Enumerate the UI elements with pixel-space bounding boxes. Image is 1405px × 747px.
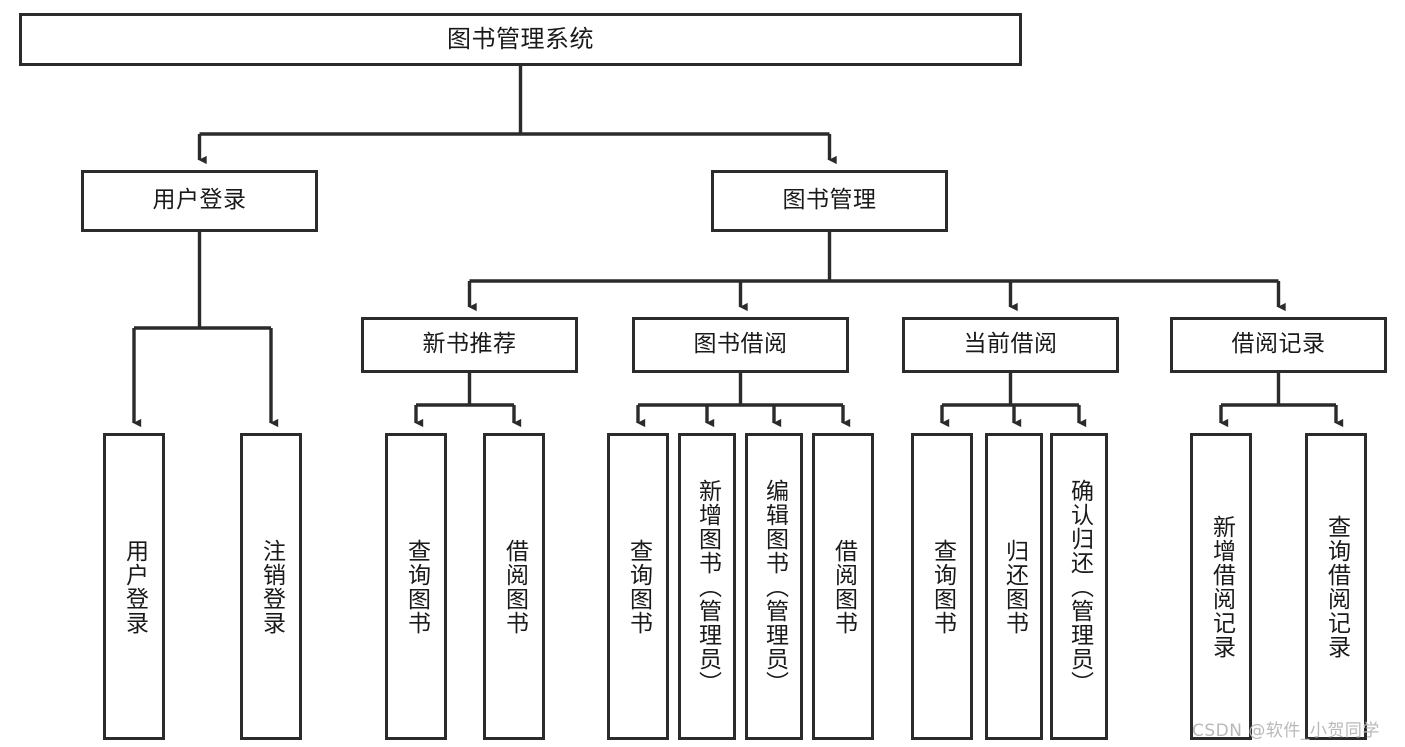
node-level3-book-borrow[interactable]: 图书借阅 <box>632 317 849 373</box>
node-label: 借阅图书 <box>830 538 857 635</box>
node-leaf-return-book[interactable]: 归还图书 <box>985 433 1043 740</box>
node-leaf-logout-login[interactable]: 注销登录 <box>240 433 302 740</box>
node-leaf-edit-book-admin[interactable]: 编辑图书（管理员） <box>745 433 803 740</box>
node-label: 图书管理 <box>782 187 877 214</box>
node-leaf-borrow-book[interactable]: 借阅图书 <box>812 433 874 740</box>
node-root-system[interactable]: 图书管理系统 <box>19 13 1022 66</box>
node-label: 用户登录 <box>121 538 148 635</box>
node-label: 用户登录 <box>152 187 247 214</box>
node-label: 新增借阅记录 <box>1208 514 1235 659</box>
node-label: 当前借阅 <box>963 331 1058 358</box>
node-label: 查询图书 <box>625 538 652 635</box>
node-level3-borrow-record[interactable]: 借阅记录 <box>1170 317 1387 373</box>
node-level3-new-book-recommend[interactable]: 新书推荐 <box>361 317 578 373</box>
node-leaf-borrow-book-rec[interactable]: 借阅图书 <box>483 433 545 740</box>
csdn-watermark: CSDN @软件_小贺同学 <box>1192 716 1380 741</box>
node-label: 图书管理系统 <box>447 25 594 54</box>
node-leaf-confirm-return-admin[interactable]: 确认归还（管理员） <box>1050 433 1108 740</box>
node-label: 借阅记录 <box>1231 331 1326 358</box>
node-label: 新书推荐 <box>422 331 517 358</box>
node-level2-book-management[interactable]: 图书管理 <box>711 170 948 232</box>
node-label: 查询借阅记录 <box>1323 514 1350 659</box>
node-leaf-add-book-admin[interactable]: 新增图书（管理员） <box>678 433 736 740</box>
node-level2-user-login[interactable]: 用户登录 <box>81 170 318 232</box>
node-label: 编辑图书（管理员） <box>761 478 788 695</box>
node-label: 新增图书（管理员） <box>694 478 721 695</box>
node-leaf-query-borrow-record[interactable]: 查询借阅记录 <box>1305 433 1367 740</box>
node-label: 确认归还（管理员） <box>1066 478 1093 695</box>
node-leaf-query-book-current[interactable]: 查询图书 <box>911 433 973 740</box>
node-label: 查询图书 <box>929 538 956 635</box>
node-label: 借阅图书 <box>501 538 528 635</box>
node-leaf-query-book-borrow[interactable]: 查询图书 <box>607 433 669 740</box>
node-label: 注销登录 <box>258 538 285 635</box>
node-leaf-add-borrow-record[interactable]: 新增借阅记录 <box>1190 433 1252 740</box>
watermark-text: CSDN @软件_小贺同学 <box>1192 721 1380 741</box>
node-leaf-user-login[interactable]: 用户登录 <box>103 433 165 740</box>
node-label: 图书借阅 <box>693 331 788 358</box>
node-level3-current-borrow[interactable]: 当前借阅 <box>902 317 1119 373</box>
node-label: 归还图书 <box>1001 538 1028 635</box>
node-label: 查询图书 <box>403 538 430 635</box>
node-leaf-query-book-rec[interactable]: 查询图书 <box>385 433 447 740</box>
